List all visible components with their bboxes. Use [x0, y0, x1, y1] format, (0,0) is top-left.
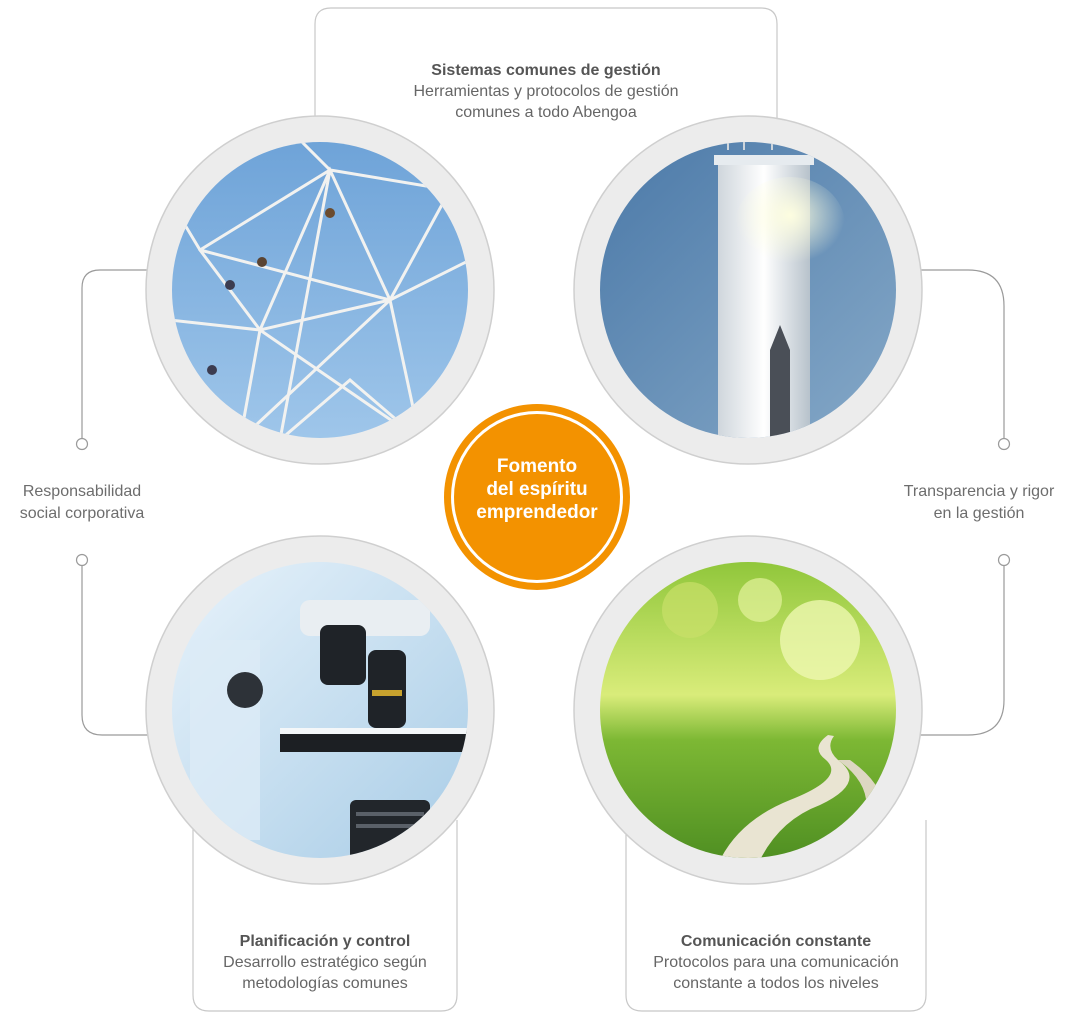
bottom-left-box-line2: metodologías comunes: [242, 975, 408, 992]
left-label: Responsabilidad social corporativa: [0, 481, 164, 525]
right-label-line1: Transparencia y rigor: [903, 483, 1055, 500]
connector-bottom-left: [81, 565, 148, 736]
center-circle: [454, 414, 620, 580]
top-box-text: Sistemas comunes de gestión Herramientas…: [330, 60, 762, 123]
bottom-right-box-text: Comunicación constante Protocolos para u…: [629, 931, 923, 994]
solar-tower-photo: [600, 142, 896, 438]
left-label-line2: social corporativa: [19, 505, 145, 522]
connector-top-left: [81, 269, 148, 438]
connector-dot: [997, 553, 1011, 567]
top-box-line2: comunes a todo Abengoa: [455, 104, 637, 121]
connector-bottom-right: [920, 565, 1005, 736]
center-label-line3: emprendedor: [476, 502, 598, 523]
top-box-title: Sistemas comunes de gestión: [431, 62, 661, 79]
electricity-tower-photo: [172, 142, 468, 438]
bottom-left-box-title: Planificación y control: [239, 933, 411, 950]
right-label: Transparencia y rigor en la gestión: [890, 481, 1068, 525]
bottom-right-box-line1: Protocolos para una comunicación: [653, 954, 899, 971]
connector-dot: [75, 553, 89, 567]
connector-dot: [75, 437, 89, 451]
bottom-left-box-text: Planificación y control Desarrollo estra…: [196, 931, 454, 994]
bottom-right-box-line2: constante a todos los niveles: [673, 975, 879, 992]
top-box-line1: Herramientas y protocolos de gestión: [413, 83, 679, 100]
left-label-line1: Responsabilidad: [22, 483, 142, 500]
country-road-photo: [600, 562, 896, 858]
right-label-line2: en la gestión: [933, 505, 1025, 522]
microscope-photo: [172, 562, 468, 858]
connector-top-right: [920, 269, 1005, 438]
center-label: Fomento del espíritu emprendedor: [460, 455, 614, 524]
bottom-right-box-title: Comunicación constante: [680, 933, 872, 950]
center-label-line1: Fomento: [496, 456, 578, 477]
center-label-line2: del espíritu: [486, 479, 588, 500]
connector-dot: [997, 437, 1011, 451]
bottom-left-box-line1: Desarrollo estratégico según: [223, 954, 427, 971]
